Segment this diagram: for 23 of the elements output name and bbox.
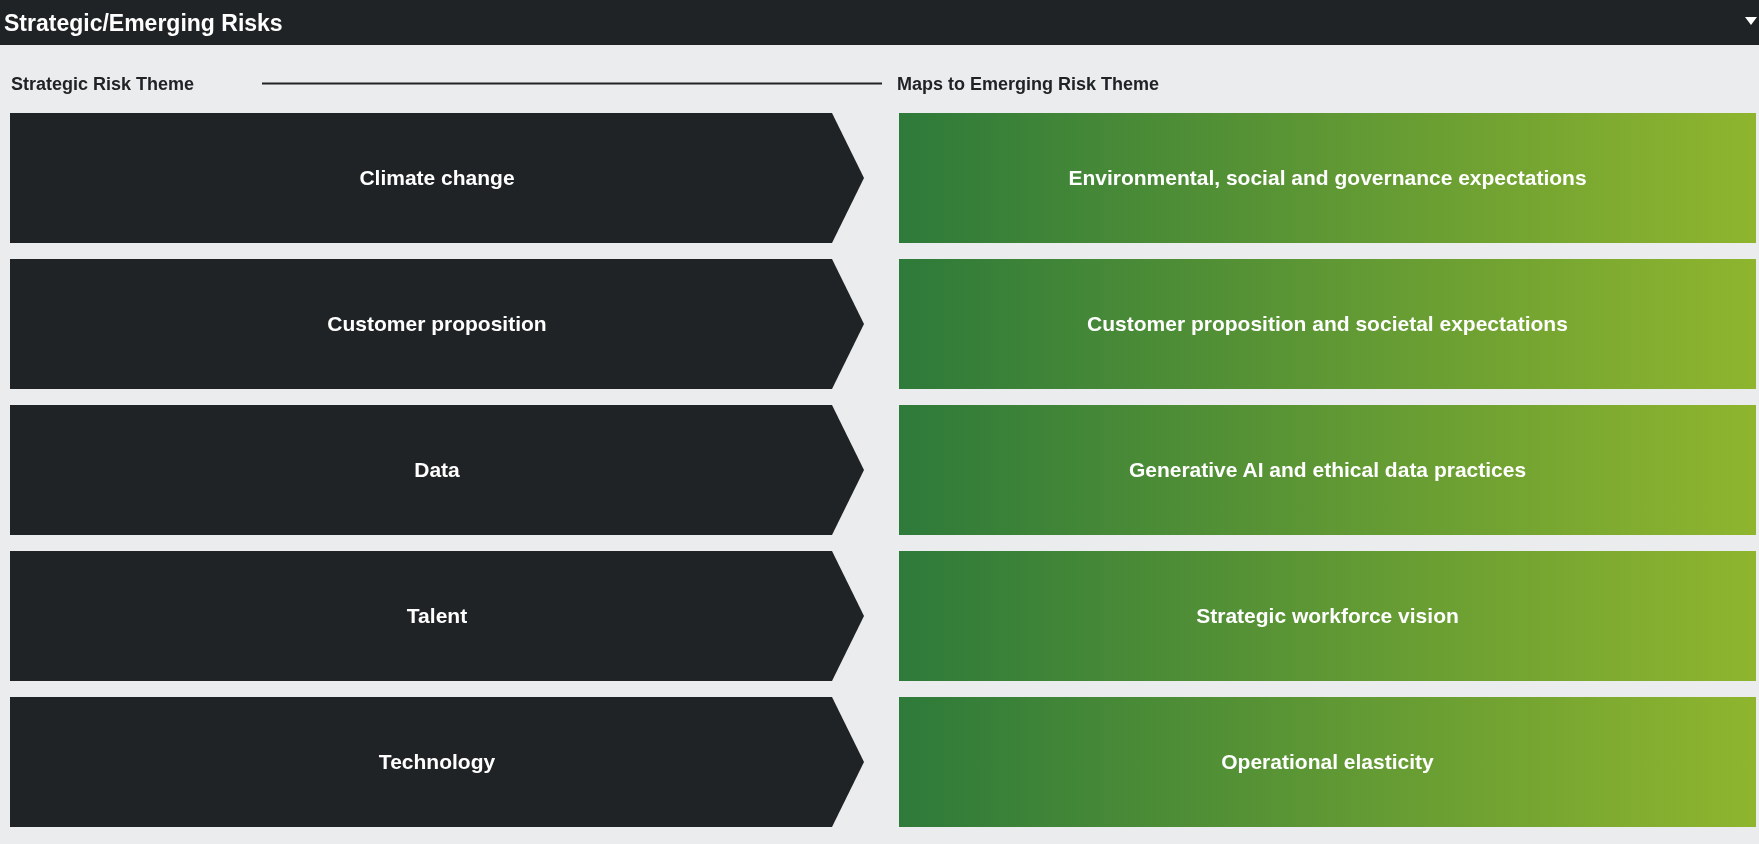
column-heading: Strategic Risk Theme	[11, 74, 195, 95]
node-label: Generative AI and ethical data practices	[1127, 458, 1528, 482]
node-label: Strategic workforce vision	[1195, 604, 1460, 628]
gradient-box	[899, 405, 1756, 535]
node-label: Talent	[405, 604, 469, 628]
node-label: Customer proposition	[326, 312, 548, 336]
node-label: Environmental, social and governance expectations	[1067, 166, 1588, 190]
column-heading: Maps to Emerging Risk Theme	[897, 74, 1160, 95]
chevron-box	[10, 113, 864, 243]
gradient-box	[899, 697, 1756, 827]
section-title: Strategic/Emerging Risks	[4, 10, 283, 37]
node-label: Technology	[377, 750, 497, 774]
gradient-box	[899, 259, 1756, 389]
node-label: Data	[413, 458, 461, 482]
node-label: Customer proposition and societal expectations	[1086, 312, 1569, 336]
chevron-box	[10, 551, 864, 681]
gradient-box	[899, 551, 1756, 681]
chevron-box	[10, 697, 864, 827]
gradient-box	[899, 113, 1756, 243]
chevron-box	[10, 405, 864, 535]
chevron-box	[10, 259, 864, 389]
node-label: Operational elasticity	[1220, 750, 1435, 774]
node-label: Climate change	[358, 166, 516, 190]
